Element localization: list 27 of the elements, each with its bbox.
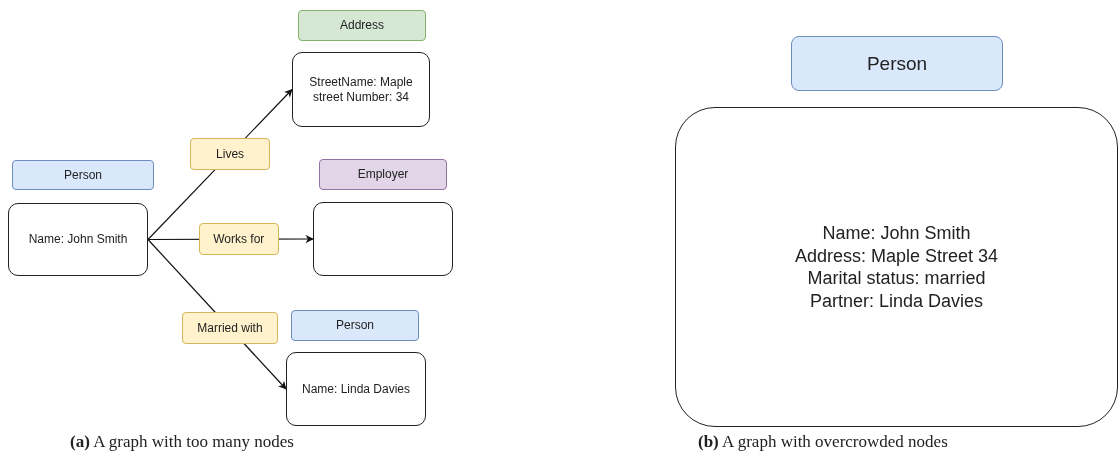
- type-tag: [298, 10, 426, 41]
- node-text: Address: [339, 18, 385, 33]
- entity-box: [313, 202, 453, 276]
- node-text: Name: Linda Davies: [300, 381, 412, 397]
- node-text: Person: [865, 51, 929, 76]
- type-tag: [791, 36, 1003, 91]
- node-text: StreetName: Maple street Number: 34: [308, 74, 414, 105]
- entity-box: [675, 107, 1118, 427]
- node-text: Address: Maple Street 34: [793, 244, 1000, 267]
- edge-label: Lives: [190, 138, 271, 170]
- edge-label: Works for: [198, 223, 279, 256]
- node-text: Person: [63, 167, 103, 183]
- type-tag: [319, 159, 447, 190]
- node-text: Partner: Linda Davies: [808, 289, 985, 312]
- entity-box: [8, 203, 148, 276]
- entity-box: [292, 52, 430, 127]
- edge-label: Married with: [181, 312, 278, 345]
- node-text: Person: [335, 318, 375, 333]
- node-text: Marital status: married: [806, 267, 987, 290]
- type-tag: [12, 160, 154, 190]
- node-text: Name: John Smith: [27, 232, 129, 247]
- caption: (a) A graph with too many nodes: [70, 432, 294, 452]
- node-text: Name: John Smith: [821, 222, 972, 245]
- type-tag: [291, 310, 419, 341]
- caption: (b) A graph with overcrowded nodes: [698, 432, 948, 452]
- node-text: Employer: [356, 167, 410, 182]
- entity-box: [286, 352, 426, 426]
